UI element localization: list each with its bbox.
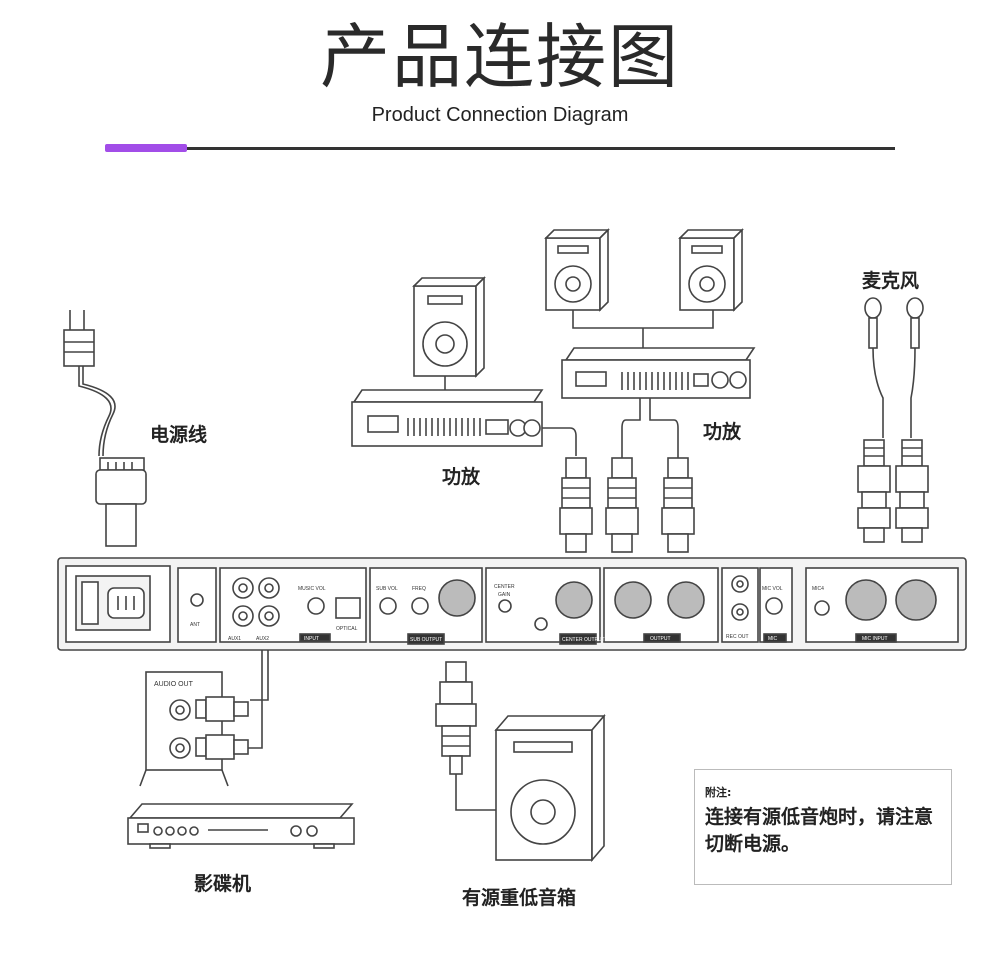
label-amplifier-left: 功放 [442, 466, 481, 488]
panel-freq-label: FREQ [412, 586, 426, 592]
note-heading: 附注: [705, 786, 732, 799]
panel-ant-label: ANT [190, 622, 200, 628]
panel-sub-output-label: SUB OUTPUT [410, 637, 442, 643]
amplifier-left-icon [351, 389, 577, 456]
microphone-1-icon [857, 297, 891, 543]
page-title: 产品连接图 [320, 16, 680, 98]
subwoofer-connector-icon [435, 661, 496, 811]
panel-aux1-label: AUX1 [228, 636, 241, 642]
panel-sub-vol-label: SUB VOL [376, 586, 398, 592]
panel-input-label: INPUT [304, 636, 319, 642]
panel-mic-input-label: MIC INPUT [862, 636, 888, 642]
dvd-player-icon [127, 803, 355, 849]
label-dvd-player: 影碟机 [194, 873, 252, 895]
panel-center-label: CENTER [494, 584, 515, 590]
label-amplifier-right: 功放 [703, 421, 742, 443]
panel-aux2-label: AUX2 [256, 636, 269, 642]
label-power-cord: 电源线 [150, 424, 208, 446]
speaker-right-b-icon [678, 228, 744, 312]
panel-optical-label: OPTICAL [336, 626, 358, 632]
panel-center-output-label: CENTER OUTPUT [562, 637, 605, 643]
title-divider-accent [105, 144, 187, 152]
note-body: 连接有源低音炮时，请注意切断电源。 [705, 806, 934, 855]
power-cord-icon [63, 310, 147, 547]
speaker-left-icon [412, 276, 486, 402]
rca-plug-1-icon [195, 696, 249, 722]
amplifier-right-icon [561, 347, 756, 460]
panel-gain-label: GAIN [498, 592, 511, 598]
panel-output-label: OUTPUT [650, 636, 671, 642]
xlr-connector-1-icon [559, 457, 593, 553]
title-divider [105, 147, 895, 150]
panel-rec-out-label: REC OUT [726, 634, 749, 640]
panel-mic-label: MIC [768, 636, 778, 642]
audio-out-label: AUDIO OUT [154, 681, 194, 688]
rca-plug-2-icon [195, 734, 249, 760]
panel-mic-vol-label: MIC VOL [762, 586, 783, 592]
speaker-right-a-icon [544, 228, 610, 312]
label-subwoofer: 有源重低音箱 [462, 887, 577, 909]
subwoofer-icon [494, 713, 606, 863]
note-box: 附注: 连接有源低音炮时，请注意切断电源。 [694, 769, 952, 885]
panel-mic4-label: MIC4 [812, 586, 824, 592]
panel-music-vol-label: MUSIC VOL [298, 586, 326, 592]
xlr-connector-3-icon [661, 457, 695, 553]
label-microphone: 麦克风 [862, 270, 920, 292]
audio-out-panel [139, 671, 229, 787]
page-subtitle: Product Connection Diagram [371, 104, 629, 126]
microphone-2-icon [895, 297, 929, 543]
rear-panel [57, 557, 967, 651]
xlr-connector-2-icon [605, 457, 639, 553]
